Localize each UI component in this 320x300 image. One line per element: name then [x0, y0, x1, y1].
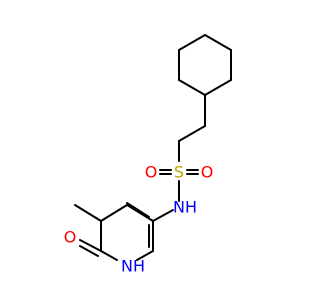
bond — [74, 204, 102, 222]
bond — [79, 245, 99, 257]
amide-nitrogen-label: N — [173, 198, 185, 217]
pyridinone-ring — [100, 202, 154, 261]
cyclohexane-ring — [178, 34, 232, 96]
ethyl-linker — [178, 94, 206, 162]
amide-hydrogen-label: H — [185, 198, 197, 217]
chemical-structure-diagram: S O O N H N H O — [64, 34, 232, 276]
bond — [79, 239, 102, 252]
ring-nitrogen-label: N — [121, 257, 133, 276]
bond — [152, 209, 174, 222]
ring-hydrogen-label: H — [133, 257, 145, 276]
carbonyl-oxygen-label: O — [64, 228, 77, 247]
sulfonyl-oxygen-left-label: O — [145, 163, 158, 182]
bond — [204, 79, 232, 96]
bond — [100, 204, 128, 222]
bond — [178, 125, 206, 142]
bond — [126, 202, 150, 218]
sulfonyl-group — [159, 169, 199, 202]
sulfur-atom-label: S — [174, 163, 184, 182]
bond — [178, 34, 206, 51]
sulfonyl-oxygen-right-label: O — [201, 163, 214, 182]
bond — [136, 250, 154, 261]
bond — [126, 204, 154, 222]
bond — [100, 250, 118, 261]
bond — [204, 34, 232, 51]
bond — [178, 79, 206, 96]
